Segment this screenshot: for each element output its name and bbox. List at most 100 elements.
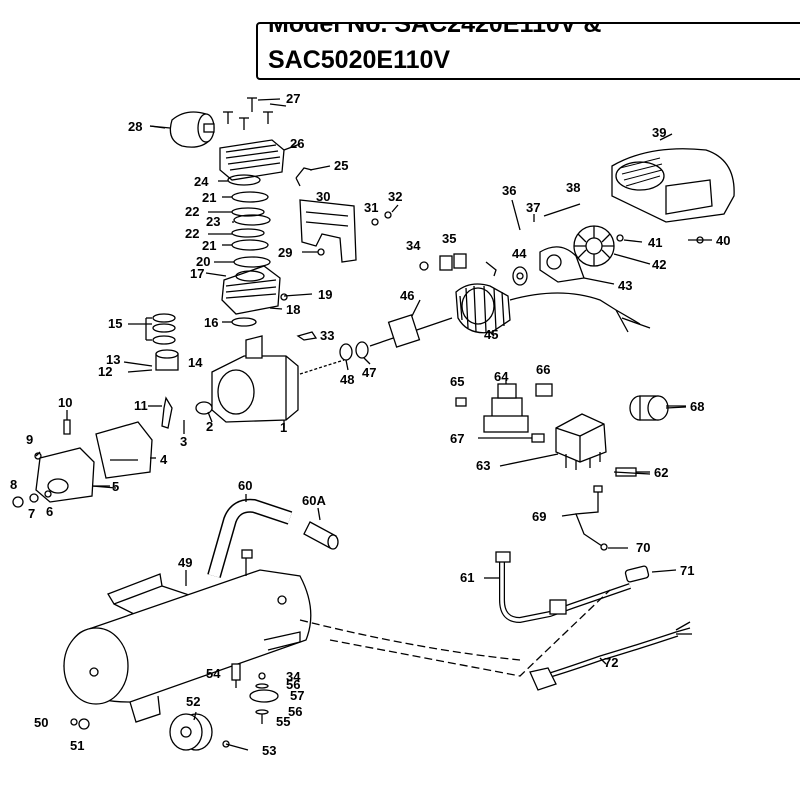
part-label-25: 25 bbox=[334, 158, 348, 173]
piston-ring-part bbox=[231, 317, 257, 327]
part-label-63: 63 bbox=[476, 458, 490, 473]
part-label-36: 36 bbox=[502, 183, 516, 198]
part-label-35: 35 bbox=[442, 231, 456, 246]
part-label-39: 39 bbox=[652, 125, 666, 140]
motor-stator-part bbox=[455, 283, 651, 337]
part-label-68: 68 bbox=[690, 399, 704, 414]
tank-handle-part bbox=[207, 494, 293, 578]
part-label-55: 55 bbox=[276, 714, 290, 729]
head-bolts-part bbox=[223, 97, 281, 130]
unloader-tube-part bbox=[561, 485, 628, 551]
crankcase-cover-part bbox=[95, 421, 156, 479]
part-label-22b: 22 bbox=[185, 226, 199, 241]
part-label-34a: 34 bbox=[406, 238, 421, 253]
part-label-21a: 21 bbox=[202, 190, 216, 205]
part-label-67: 67 bbox=[450, 431, 464, 446]
part-label-34b: 34 bbox=[286, 669, 301, 684]
part-label-52: 52 bbox=[186, 694, 200, 709]
part-label-62: 62 bbox=[654, 465, 668, 480]
model-number-title-line2: SAC5020E110V bbox=[268, 46, 451, 74]
model-number-title-line1: Model No. SAC2420E110V & bbox=[268, 22, 602, 38]
part-label-47: 47 bbox=[362, 365, 376, 380]
part-label-2: 2 bbox=[206, 419, 213, 434]
part-label-66: 66 bbox=[536, 362, 550, 377]
outlet-tube-part bbox=[484, 551, 631, 624]
part-label-33: 33 bbox=[320, 328, 334, 343]
part-label-14: 14 bbox=[188, 355, 203, 370]
part-label-60: 60 bbox=[238, 478, 252, 493]
part-label-70: 70 bbox=[636, 540, 650, 555]
part-label-42: 42 bbox=[652, 257, 666, 272]
part-label-29: 29 bbox=[278, 245, 292, 260]
part-label-72: 72 bbox=[604, 655, 618, 670]
part-label-11: 11 bbox=[134, 398, 148, 413]
valve-plate-gasket-stack bbox=[208, 174, 271, 268]
part-label-37: 37 bbox=[526, 200, 540, 215]
cylinder-part bbox=[205, 265, 281, 315]
handle-grip-part bbox=[303, 507, 339, 550]
part-label-10: 10 bbox=[58, 395, 72, 410]
part-label-9: 9 bbox=[26, 432, 33, 447]
part-label-61: 61 bbox=[460, 570, 474, 585]
piston-part bbox=[155, 349, 179, 371]
part-label-27: 27 bbox=[286, 91, 300, 106]
part-label-15: 15 bbox=[108, 316, 122, 331]
rubber-foot-part bbox=[249, 672, 279, 724]
part-label-30: 30 bbox=[316, 189, 330, 204]
end-cover-part bbox=[35, 447, 110, 503]
part-label-18: 18 bbox=[286, 302, 300, 317]
part-label-7: 7 bbox=[28, 506, 35, 521]
part-label-69: 69 bbox=[532, 509, 546, 524]
air-tank-part bbox=[63, 549, 611, 723]
fan-cover-part bbox=[611, 133, 735, 223]
elbow-fitting-part bbox=[295, 167, 313, 187]
part-label-1: 1 bbox=[280, 420, 287, 435]
part-label-65: 65 bbox=[450, 374, 464, 389]
part-label-26: 26 bbox=[290, 136, 304, 151]
part-label-6: 6 bbox=[46, 504, 53, 519]
part-label-54: 54 bbox=[206, 666, 221, 681]
part-label-21b: 21 bbox=[202, 238, 216, 253]
part-label-60a: 60A bbox=[302, 493, 326, 508]
crankcase-part bbox=[211, 335, 345, 428]
part-label-20: 20 bbox=[196, 254, 210, 269]
piston-rings-part bbox=[128, 313, 176, 345]
part-label-32: 32 bbox=[388, 189, 402, 204]
part-label-8: 8 bbox=[10, 477, 17, 492]
part-label-4: 4 bbox=[160, 452, 168, 467]
part-label-56b: 56 bbox=[288, 704, 302, 719]
part-label-51: 51 bbox=[70, 738, 84, 753]
model-number-title-box: Model No. SAC2420E110V & SAC5020E110V bbox=[256, 22, 800, 80]
part-label-53: 53 bbox=[262, 743, 276, 758]
part-label-23: 23 bbox=[206, 214, 220, 229]
part-label-17: 17 bbox=[190, 266, 204, 281]
part-label-57: 57 bbox=[290, 688, 304, 703]
part-label-28: 28 bbox=[128, 119, 142, 134]
wheel-part bbox=[169, 711, 213, 751]
part-label-16: 16 bbox=[204, 315, 218, 330]
air-filter-part bbox=[149, 111, 215, 148]
cylinder-shroud-part bbox=[299, 199, 357, 263]
part-label-50: 50 bbox=[34, 715, 48, 730]
part-label-19: 19 bbox=[318, 287, 332, 302]
part-label-12: 12 bbox=[98, 364, 112, 379]
part-label-41: 41 bbox=[648, 235, 662, 250]
connecting-rod-part bbox=[161, 396, 173, 429]
part-label-13: 13 bbox=[106, 352, 120, 367]
part-label-38: 38 bbox=[566, 180, 580, 195]
part-label-45: 45 bbox=[484, 327, 498, 342]
part-label-24: 24 bbox=[194, 174, 209, 189]
part-label-64: 64 bbox=[494, 369, 509, 384]
part-label-3: 3 bbox=[180, 434, 187, 449]
cooling-fan-part bbox=[573, 225, 615, 267]
part-label-40: 40 bbox=[716, 233, 730, 248]
power-cord-part bbox=[529, 621, 692, 691]
part-label-71: 71 bbox=[680, 563, 694, 578]
part-label-43: 43 bbox=[618, 278, 632, 293]
part-label-48: 48 bbox=[340, 372, 354, 387]
pressure-gauge-part bbox=[629, 395, 686, 421]
part-label-22a: 22 bbox=[185, 204, 199, 219]
part-label-46: 46 bbox=[400, 288, 414, 303]
part-label-56a: 56 bbox=[286, 677, 300, 692]
cylinder-head-part bbox=[219, 139, 301, 181]
